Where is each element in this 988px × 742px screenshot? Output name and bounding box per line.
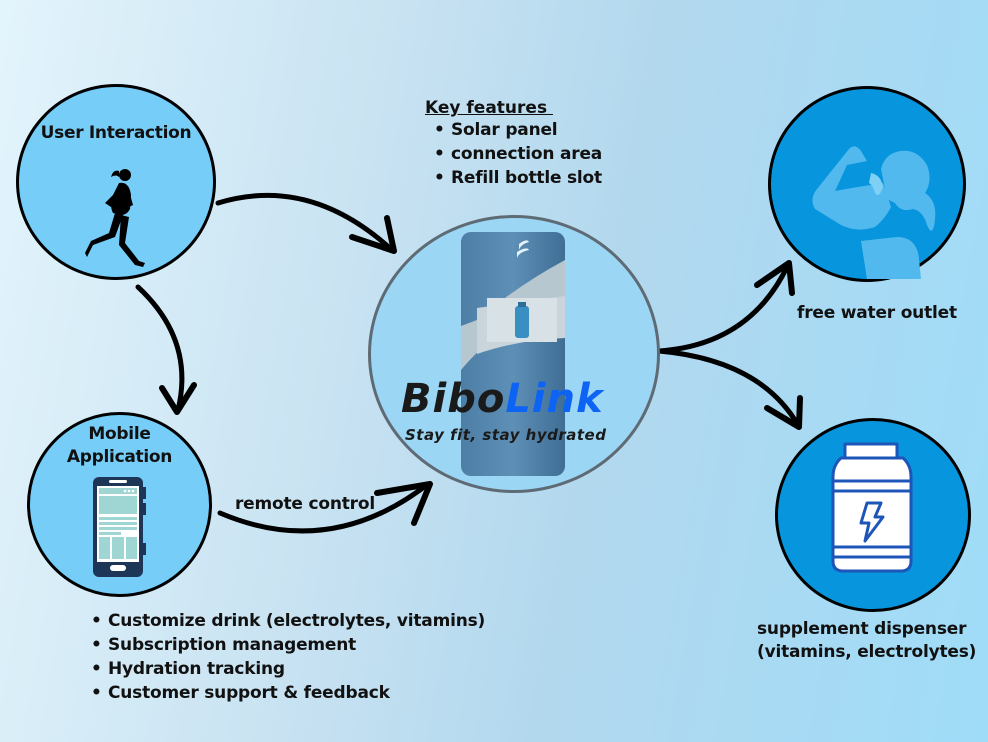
arrowhead-bibolink-to-water — [754, 260, 795, 296]
app-feature-item: Customer support & feedback — [88, 681, 485, 705]
mobile-app-label-line1: Mobile — [88, 424, 151, 444]
arrow-user-to-bibolink — [215, 192, 395, 253]
bibolink-node: BiboLink Stay fit, stay hydrated — [368, 215, 660, 493]
runner-icon — [85, 169, 145, 267]
arrowhead-user-to-app — [159, 382, 197, 415]
arrow-user-to-app — [135, 284, 185, 413]
arrow-app-to-bibolink — [217, 481, 431, 534]
key-features: Key features Solar panel connection area… — [425, 98, 602, 190]
supplement-dispenser-node — [775, 418, 971, 612]
person-drinking-icon — [812, 146, 936, 279]
app-features-list: Customize drink (electrolytes, vitamins)… — [88, 609, 485, 705]
remote-control-label: remote control — [235, 494, 375, 514]
brand-part-bibo: Bibo — [401, 376, 506, 422]
mobile-app-label-line2: Application — [66, 447, 173, 467]
mobile-app-node: Mobile Application — [27, 412, 212, 597]
arrowhead-app-to-bibolink — [374, 481, 433, 526]
mobile-app-label: Mobile Application — [30, 423, 209, 469]
brand-tagline: Stay fit, stay hydrated — [405, 426, 607, 444]
supplement-label-line2: (vitamins, electrolytes) — [757, 642, 977, 662]
water-outlet-label: free water outlet — [797, 303, 957, 323]
supplement-jar-icon — [831, 442, 913, 573]
user-interaction-node: User Interaction — [16, 84, 216, 280]
key-feature-item: Solar panel — [431, 118, 602, 142]
app-features: Customize drink (electrolytes, vitamins)… — [88, 609, 485, 705]
water-outlet-node — [768, 86, 966, 282]
supplement-label-line1: supplement dispenser — [757, 619, 967, 639]
app-feature-item: Subscription management — [88, 633, 485, 657]
arrowhead-user-to-bibolink — [349, 215, 397, 254]
app-feature-item: Customize drink (electrolytes, vitamins) — [88, 609, 485, 633]
key-feature-item: connection area — [431, 142, 602, 166]
smartphone-icon — [93, 477, 146, 577]
supplement-dispenser-label: supplement dispenser (vitamins, electrol… — [757, 618, 976, 664]
brand-logo: BiboLink — [401, 376, 604, 422]
user-interaction-label: User Interaction — [40, 123, 192, 143]
app-feature-item: Hydration tracking — [88, 657, 485, 681]
key-features-list: Solar panel connection area Refill bottl… — [431, 118, 602, 190]
key-feature-item: Refill bottle slot — [431, 166, 602, 190]
arrow-bibolink-to-water — [656, 262, 791, 354]
arrowehead-bibolink-to-supplement — [764, 395, 803, 430]
arrow-bibolink-to-supplement — [656, 348, 801, 428]
water-dispenser-icon — [461, 232, 565, 476]
key-features-heading: Key features — [425, 98, 553, 118]
brand-part-link: Link — [505, 376, 604, 422]
